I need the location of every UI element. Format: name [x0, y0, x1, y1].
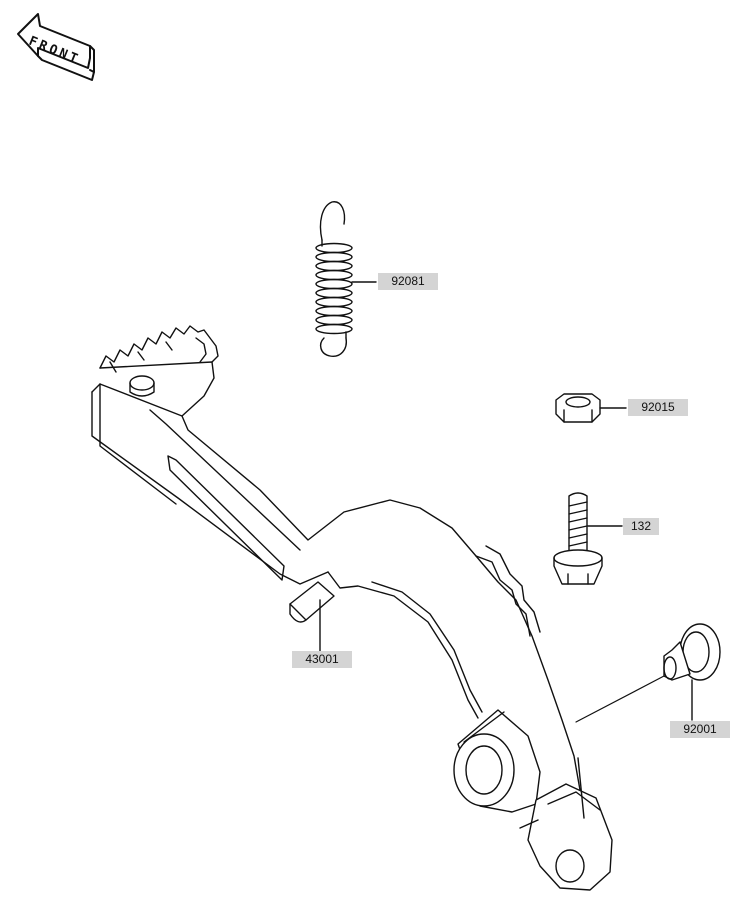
front-arrow-icon: FRONT	[17, 13, 95, 81]
bolt-132	[553, 492, 623, 585]
spring-92081	[315, 201, 377, 357]
brake-pedal	[91, 325, 613, 891]
part-label-92001: 92001	[670, 721, 730, 738]
part-label-92081: 92081	[378, 273, 438, 290]
part-label-92015: 92015	[628, 399, 688, 416]
part-label-132: 132	[623, 518, 659, 535]
nut-92015	[555, 393, 627, 423]
pivot-bolt-92001	[575, 623, 721, 723]
part-label-43001: 43001	[292, 651, 352, 668]
